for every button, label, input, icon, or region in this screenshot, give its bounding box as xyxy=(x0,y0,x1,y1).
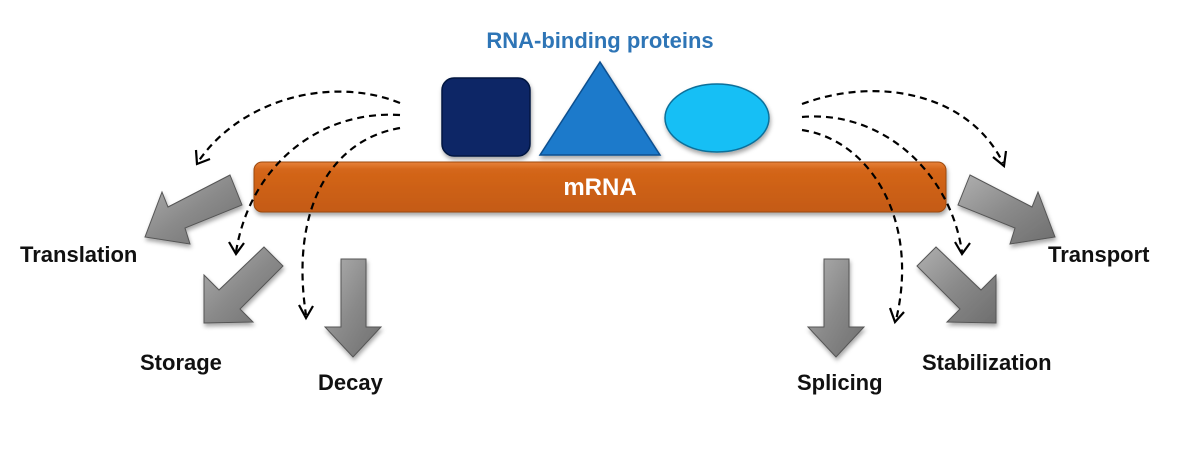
mrna-label: mRNA xyxy=(563,174,636,201)
label-transport: Transport xyxy=(1048,242,1150,267)
label-decay: Decay xyxy=(318,370,384,395)
dashed-arrow-splicing xyxy=(801,128,904,321)
label-translation: Translation xyxy=(20,242,137,267)
dashed-arrow-transport xyxy=(801,90,1004,164)
protein-square-icon xyxy=(441,77,531,157)
dashed-arrow-storage xyxy=(234,113,401,253)
protein-ellipse-icon xyxy=(664,83,770,153)
dashed-arrow-decay xyxy=(301,126,401,316)
dashed-arrows-left xyxy=(194,90,401,321)
diagram-title: RNA-binding proteins xyxy=(486,28,713,53)
mrna-bar: mRNA xyxy=(253,161,947,213)
dashed-arrows-right xyxy=(801,90,1008,325)
splicing-arrow-icon xyxy=(806,258,866,358)
label-storage: Storage xyxy=(140,350,222,375)
dashed-arrow-translation xyxy=(197,90,401,163)
transport-arrow-icon xyxy=(957,174,1056,245)
label-splicing: Splicing xyxy=(797,370,883,395)
decay-arrow-icon xyxy=(323,258,383,358)
translation-arrow-icon xyxy=(144,174,243,245)
storage-arrow-icon xyxy=(203,246,284,324)
protein-triangle-icon xyxy=(538,60,662,156)
dashed-arrow-stabilization xyxy=(801,115,964,253)
label-stabilization: Stabilization xyxy=(922,350,1052,375)
stabilization-arrow-icon xyxy=(916,246,997,324)
